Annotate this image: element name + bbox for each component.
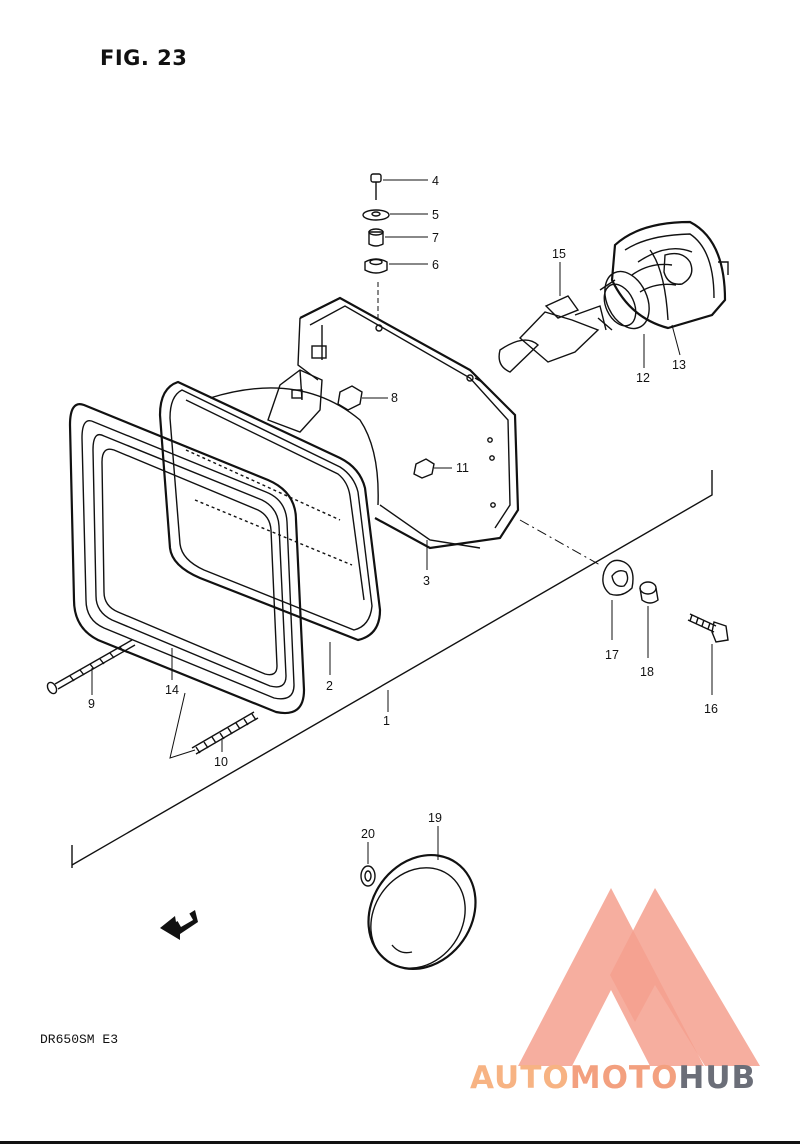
part-6-grommet-icon: [364, 258, 428, 322]
part-2-sealed-beam-icon: [158, 380, 382, 675]
model-code: DR650SM E3: [40, 1032, 119, 1047]
figure-title: FIG. 23: [100, 46, 188, 70]
callout-10: 10: [214, 755, 228, 769]
watermark-logo-icon: [518, 888, 760, 1066]
callout-12: 12: [636, 371, 650, 385]
part-8-nut-icon: [337, 385, 388, 411]
part-20-washer-icon: [360, 842, 376, 887]
forward-arrow-icon: [160, 910, 198, 940]
part-14-rim-icon: [68, 403, 306, 715]
part-10-spring-icon: [169, 692, 259, 759]
housing-mount-bracket-icon: [267, 369, 323, 433]
callout-16: 16: [704, 702, 718, 716]
part-12-socket-icon: [597, 270, 650, 368]
callout-11: 11: [456, 461, 469, 475]
part-5-washer-icon: [362, 209, 428, 221]
watermark-part1: AUTO: [470, 1060, 570, 1096]
part-17-socket-icon: [602, 559, 634, 640]
callout-14: 14: [165, 683, 179, 697]
callout-6: 6: [432, 258, 439, 272]
part-18-bulb-icon: [639, 581, 659, 658]
callout-7: 7: [432, 231, 439, 245]
callout-15: 15: [552, 247, 566, 261]
callout-13: 13: [672, 358, 686, 372]
callout-2: 2: [326, 679, 333, 693]
watermark-brand-text: AUTOMOTOHUB: [470, 1060, 756, 1096]
part-3-housing-icon: [297, 296, 601, 570]
callout-8: 8: [391, 391, 398, 405]
part-9-long-screw-icon: [46, 639, 136, 695]
part-7-collar-icon: [368, 228, 428, 247]
part-4-screw-icon: [370, 173, 428, 200]
part-15-bulb-icon: [498, 262, 607, 373]
callout-17: 17: [605, 648, 619, 662]
part-13-cover-icon: [610, 220, 729, 356]
callout-5: 5: [432, 208, 439, 222]
callout-18: 18: [640, 665, 654, 679]
callout-9: 9: [88, 697, 95, 711]
part-16-bolt-icon: [687, 613, 729, 695]
part-19-lens-icon: [367, 826, 477, 971]
callout-19: 19: [428, 811, 442, 825]
callout-4: 4: [432, 174, 439, 188]
callout-1: 1: [383, 714, 390, 728]
bottom-border: [0, 1141, 800, 1144]
callout-3: 3: [423, 574, 430, 588]
watermark-part2: MOTO: [569, 1060, 679, 1096]
assembly-bracket: [71, 470, 713, 868]
callout-20: 20: [361, 827, 375, 841]
part-11-nut-icon: [413, 458, 452, 479]
watermark-part3: HUB: [678, 1060, 757, 1096]
